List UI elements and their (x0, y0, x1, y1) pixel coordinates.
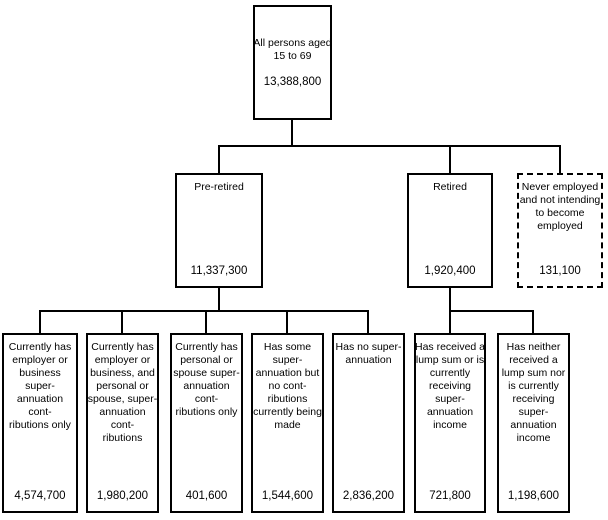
node-label: Has no super- annuation (335, 341, 402, 366)
connector-pre-retired-rail (39, 310, 369, 312)
connector-drop-retired (449, 145, 451, 173)
node-no-superannuation: Has no super- annuation 2,836,200 (332, 333, 405, 513)
node-received-lump-sum: Has received a lump sum or is currently … (414, 333, 486, 513)
connector-drop-box2 (121, 310, 123, 333)
node-label: Retired (433, 181, 467, 193)
node-label: Has received a lump sum or is currently … (414, 341, 486, 431)
node-value: 2,836,200 (342, 490, 395, 502)
node-value: 1,544,600 (261, 490, 314, 502)
node-value: 1,198,600 (507, 490, 560, 502)
connector-pre-retired-stem (218, 288, 220, 312)
connector-retired-rail (449, 310, 534, 312)
node-personal-contributions-only: Currently has personal or spouse super- … (170, 333, 243, 513)
node-value: 4,574,700 (14, 490, 66, 502)
node-value: 1,920,400 (424, 265, 476, 277)
node-value: 1,980,200 (96, 490, 149, 502)
node-label: All persons aged 15 to 69 (253, 37, 332, 62)
node-label: Has neither received a lump sum nor is c… (501, 341, 566, 444)
node-label: Currently has personal or spouse super- … (173, 341, 240, 418)
connector-drop-box6 (449, 310, 451, 333)
node-label: Currently has employer or business super… (8, 341, 72, 431)
connector-drop-box5 (367, 310, 369, 333)
node-value: 721,800 (429, 490, 471, 502)
node-employer-contributions-only: Currently has employer or business super… (2, 333, 78, 513)
node-employer-and-personal-contributions: Currently has employer or business, and … (86, 333, 159, 513)
node-value: 11,337,300 (190, 265, 248, 277)
node-label: Currently has employer or business, and … (87, 341, 158, 444)
node-value: 131,100 (539, 265, 581, 277)
connector-drop-never-employed (559, 145, 561, 173)
node-retired: Retired 1,920,400 (407, 173, 493, 288)
node-label: Never employed and not intending to beco… (519, 181, 601, 232)
connector-level2-rail (218, 145, 561, 147)
node-value: 401,600 (185, 490, 228, 502)
connector-retired-stem (449, 288, 451, 312)
node-super-no-contributions: Has some super- annuation but no cont- r… (251, 333, 324, 513)
connector-drop-box1 (39, 310, 41, 333)
node-label: Has some super- annuation but no cont- r… (253, 341, 322, 431)
connector-drop-pre-retired (218, 145, 220, 173)
connector-drop-box7 (532, 310, 534, 333)
connector-drop-box4 (286, 310, 288, 333)
node-label: Pre-retired (194, 181, 244, 193)
node-pre-retired: Pre-retired 11,337,300 (175, 173, 263, 288)
connector-root-stem (291, 120, 293, 147)
node-neither-lump-sum-nor-income: Has neither received a lump sum nor is c… (497, 333, 570, 513)
node-all-persons: All persons aged 15 to 69 13,388,800 (253, 5, 332, 120)
node-never-employed: Never employed and not intending to beco… (517, 173, 603, 288)
node-value: 13,388,800 (263, 76, 322, 88)
connector-drop-box3 (205, 310, 207, 333)
